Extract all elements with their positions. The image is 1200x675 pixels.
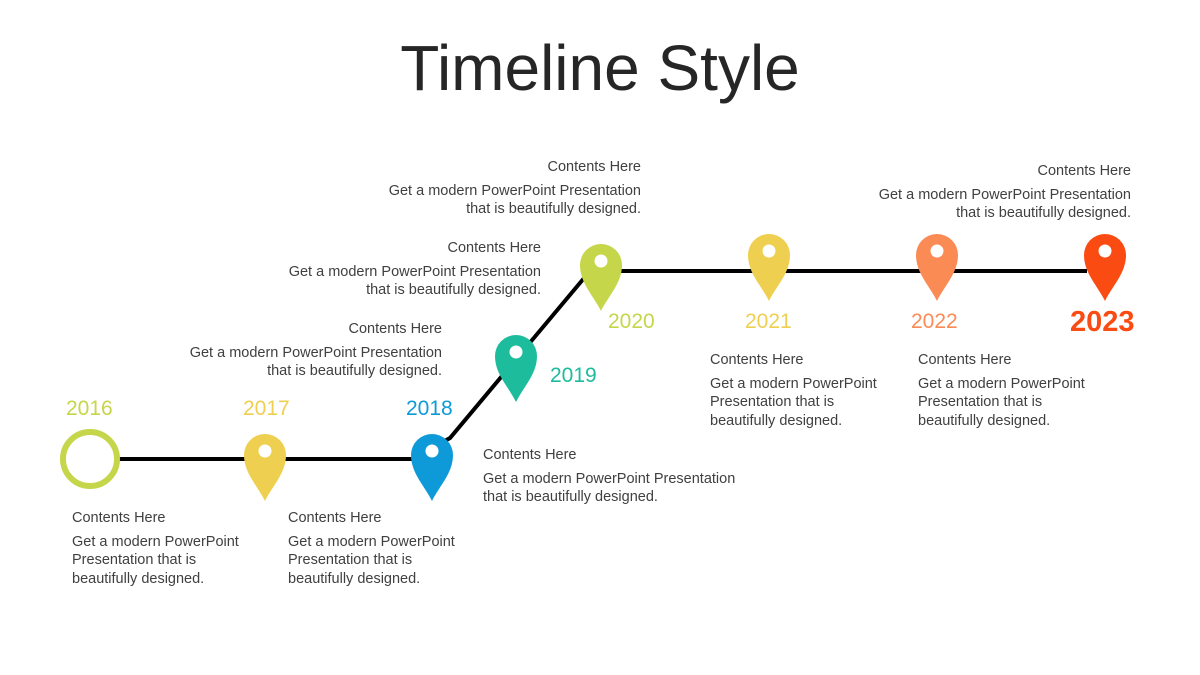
milestone-2017-pin-icon bbox=[244, 434, 286, 501]
milestone-2023-text: Contents Here Get a modern PowerPoint Pr… bbox=[838, 162, 1131, 223]
milestone-2017-text: Contents Here Get a modern PowerPoint Pr… bbox=[288, 509, 455, 588]
year-label-2021: 2021 bbox=[745, 310, 792, 333]
milestone-2019-pin-icon bbox=[495, 335, 537, 402]
year-label-2020: 2020 bbox=[608, 310, 655, 333]
content-description: Get a modern PowerPoint Presentation tha… bbox=[878, 186, 1131, 222]
year-label-2018: 2018 bbox=[406, 397, 453, 420]
milestone-2023-pin-icon bbox=[1084, 234, 1126, 301]
content-description: Get a modern PowerPoint Presentation tha… bbox=[483, 470, 736, 506]
milestone-2020-text: Contents Here Get a modern PowerPoint Pr… bbox=[346, 158, 641, 219]
content-heading: Contents Here bbox=[288, 510, 382, 526]
year-label-2019: 2019 bbox=[550, 364, 597, 387]
milestone-2018-text: Contents Here Get a modern PowerPoint Pr… bbox=[150, 320, 442, 381]
milestone-2019-text: Contents Here Get a modern PowerPoint Pr… bbox=[248, 239, 541, 300]
content-description: Get a modern PowerPoint Presentation tha… bbox=[288, 263, 541, 299]
milestone-2016-marker-icon bbox=[60, 429, 120, 489]
content-heading: Contents Here bbox=[710, 352, 804, 368]
milestone-2022-pin-icon bbox=[916, 234, 958, 301]
slide-title: Timeline Style bbox=[400, 32, 800, 104]
milestone-2018-pin-icon bbox=[411, 434, 453, 501]
content-description: Get a modern PowerPoint Presentation tha… bbox=[918, 375, 1085, 429]
milestone-2016-text: Contents Here Get a modern PowerPoint Pr… bbox=[72, 509, 239, 588]
segment-2018-2019-text: Contents Here Get a modern PowerPoint Pr… bbox=[483, 446, 735, 507]
milestone-2022-text: Contents Here Get a modern PowerPoint Pr… bbox=[918, 351, 1085, 430]
content-description: Get a modern PowerPoint Presentation tha… bbox=[710, 375, 877, 429]
content-heading: Contents Here bbox=[918, 352, 1012, 368]
content-description: Get a modern PowerPoint Presentation tha… bbox=[288, 533, 455, 587]
milestone-2021-text: Contents Here Get a modern PowerPoint Pr… bbox=[710, 351, 877, 430]
content-description: Get a modern PowerPoint Presentation tha… bbox=[388, 182, 641, 218]
year-label-2022: 2022 bbox=[911, 310, 958, 333]
milestone-2021-pin-icon bbox=[748, 234, 790, 301]
content-heading: Contents Here bbox=[1037, 163, 1132, 179]
content-heading: Contents Here bbox=[72, 510, 166, 526]
content-heading: Contents Here bbox=[483, 447, 577, 463]
content-heading: Contents Here bbox=[348, 321, 443, 337]
content-heading: Contents Here bbox=[447, 240, 542, 256]
year-label-2023: 2023 bbox=[1070, 306, 1135, 338]
year-label-2016: 2016 bbox=[66, 397, 113, 420]
year-label-2017: 2017 bbox=[243, 397, 290, 420]
content-description: Get a modern PowerPoint Presentation tha… bbox=[72, 533, 239, 587]
content-description: Get a modern PowerPoint Presentation tha… bbox=[189, 344, 442, 380]
content-heading: Contents Here bbox=[547, 159, 642, 175]
milestone-2020-pin-icon bbox=[580, 244, 622, 311]
